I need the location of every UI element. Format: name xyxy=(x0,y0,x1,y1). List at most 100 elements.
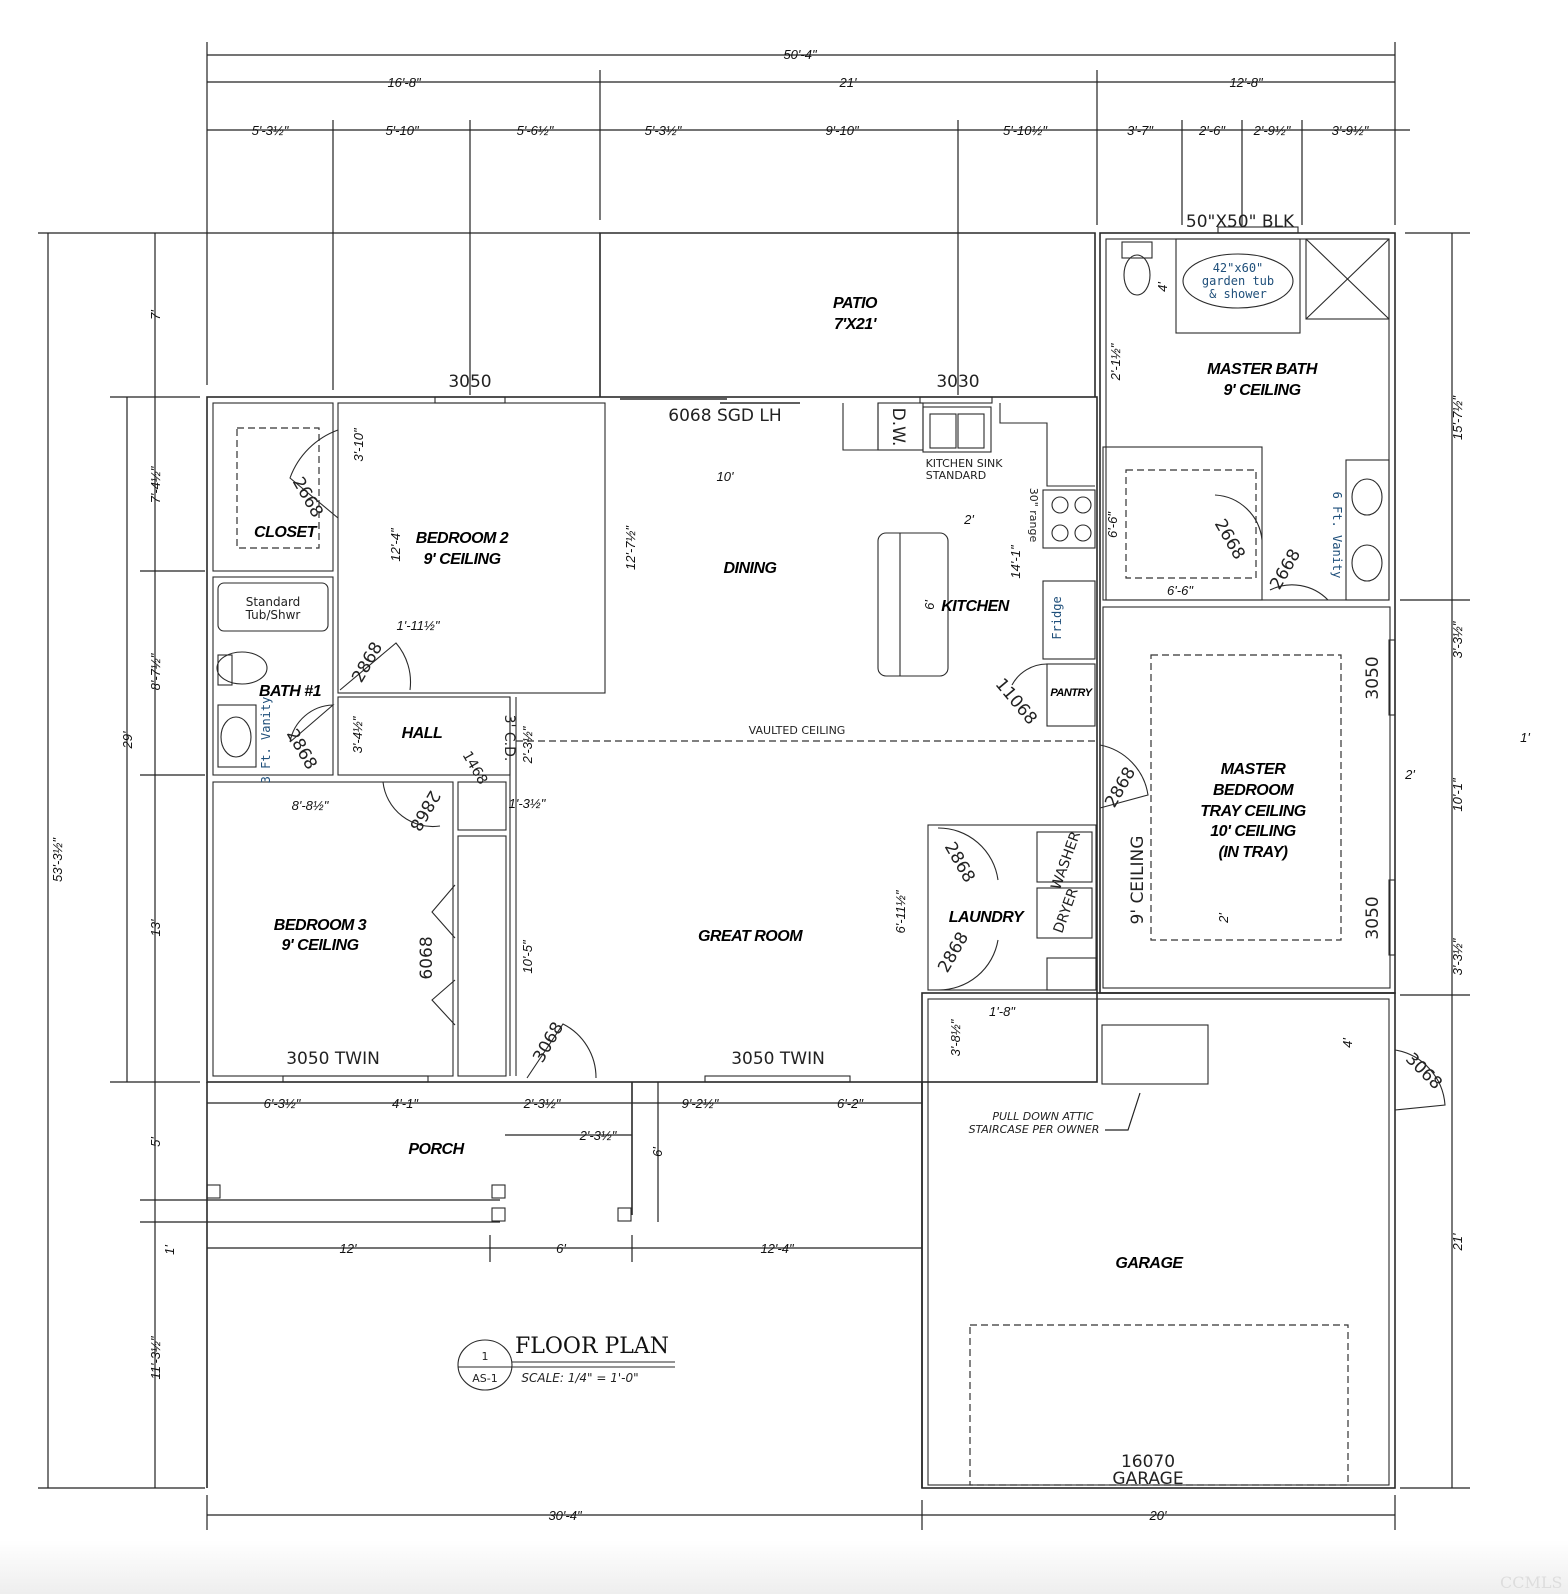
dim-top: 2'-9½" xyxy=(1253,123,1292,138)
footer-band xyxy=(0,1540,1568,1594)
dim-overall-width: 50'-4" xyxy=(783,47,818,62)
dim-interior: 6'-6" xyxy=(1167,583,1194,598)
dim-interior: 2' xyxy=(963,512,974,527)
dim-interior: 1'-8" xyxy=(989,1004,1016,1019)
room-great-room: GREAT ROOM xyxy=(698,928,803,945)
attic-note: STAIRCASE PER OWNER xyxy=(969,1123,1100,1136)
dim-top: 2'-6" xyxy=(1198,123,1226,138)
attic-note: PULL DOWN ATTIC xyxy=(992,1110,1094,1123)
dim-interior: 3'-8½" xyxy=(948,1018,963,1056)
room-master-bedroom: (IN TRAY) xyxy=(1219,844,1288,861)
dim-top: 3'-9½" xyxy=(1332,123,1370,138)
room-master-bedroom: BEDROOM xyxy=(1213,782,1294,799)
dim-left: 7' xyxy=(148,310,163,320)
room-closet: CLOSET xyxy=(254,524,318,541)
window-label: 3030 xyxy=(936,372,979,392)
room-master-bedroom: MASTER xyxy=(1221,761,1287,778)
dim-interior: 2' xyxy=(1404,767,1415,782)
room-laundry: LAUNDRY xyxy=(949,909,1025,926)
drawing-title: FLOOR PLAN xyxy=(515,1334,669,1359)
door-tag: 2868 xyxy=(282,726,321,773)
dim-right: 3'-3½" xyxy=(1450,620,1465,658)
dim-interior: 14'-1" xyxy=(1008,544,1023,579)
dim-porch: 4'-1" xyxy=(392,1096,419,1111)
dim-top: 16'-8" xyxy=(387,75,422,90)
dim-left: 29' xyxy=(120,731,135,749)
dim-top: 9'-10" xyxy=(825,123,860,138)
dim-interior: 3'-10" xyxy=(351,427,366,462)
dim-interior: 2'-3½" xyxy=(520,725,535,764)
vanity-label: 6 Ft. Vanity xyxy=(1330,492,1344,579)
room-bath-1: BATH #1 xyxy=(259,683,322,700)
dim-top: 5'-3½" xyxy=(252,123,290,138)
drawing-scale: SCALE: 1/4" = 1'-0" xyxy=(521,1371,638,1385)
vanity-label: 3 Ft. Vanity xyxy=(259,697,273,784)
door-tag: 2868 xyxy=(405,787,444,834)
dim-left: 13' xyxy=(148,919,163,936)
room-bedroom-2: BEDROOM 2 xyxy=(416,530,509,547)
dim-interior: 10'-5" xyxy=(520,939,535,974)
room-pantry: PANTRY xyxy=(1050,687,1093,699)
tub-label: Standard xyxy=(246,595,301,609)
door-tag: 11068 xyxy=(991,675,1041,729)
dim-porch: 6' xyxy=(556,1241,566,1256)
dim-right: 1' xyxy=(1520,730,1530,745)
door-tag: 6068 xyxy=(417,936,437,979)
door-tag: 2868 xyxy=(348,639,387,686)
dim-porch: 9'-2½" xyxy=(682,1096,720,1111)
room-master-bath-ceiling: 9' CEILING xyxy=(1223,382,1300,399)
dim-interior: 4' xyxy=(1340,1038,1355,1048)
dim-porch: 2'-3½" xyxy=(579,1128,618,1143)
dim-interior: 1'-3½" xyxy=(509,796,547,811)
dim-porch: 6'-3½" xyxy=(264,1096,302,1111)
window-label: 3050 xyxy=(448,372,491,392)
door-tag: 2868 xyxy=(1101,764,1140,811)
tub-label: & shower xyxy=(1209,287,1267,301)
dim-interior: 6'-6" xyxy=(1105,511,1120,538)
door-tag: 2868 xyxy=(940,839,979,886)
room-bedroom-3-ceiling: 9' CEILING xyxy=(281,937,358,954)
dim-right: 21' xyxy=(1450,1233,1465,1251)
dim-interior: 6'-11½" xyxy=(893,889,908,933)
dim-interior: 12'-4" xyxy=(388,527,403,562)
dim-right: 3'-3½" xyxy=(1450,937,1465,975)
dim-left: 1' xyxy=(162,1245,177,1255)
sink-label: KITCHEN SINK xyxy=(926,457,1004,470)
dim-interior: 4' xyxy=(1155,282,1170,292)
dim-porch: 2'-3½" xyxy=(523,1096,562,1111)
ceiling-label: 9' CEILING xyxy=(1128,836,1148,925)
room-master-bedroom: 10' CEILING xyxy=(1210,823,1295,840)
dim-interior: 10' xyxy=(717,469,734,484)
dim-porch: 6' xyxy=(650,1147,665,1157)
dim-top: 5'-6½" xyxy=(517,123,555,138)
dim-left: 7'-4½" xyxy=(148,465,163,503)
window-label: 3050 TWIN xyxy=(286,1049,380,1069)
dim-left: 5' xyxy=(148,1137,163,1147)
dim-top: 5'-10" xyxy=(385,123,420,138)
dimension-lines xyxy=(38,42,1470,1530)
dim-bottom: 30'-4" xyxy=(548,1508,583,1523)
door-tag: 2668 xyxy=(1266,546,1305,593)
dim-interior: 12'-7½" xyxy=(623,525,638,570)
door-tag: 3068 xyxy=(529,1019,568,1066)
dim-overall-depth: 53'-3½" xyxy=(50,837,65,882)
dim-interior: 3'-4½" xyxy=(350,715,365,753)
range-label: 30" range xyxy=(1027,488,1040,543)
room-bedroom-2-ceiling: 9' CEILING xyxy=(423,551,500,568)
dim-interior: 8'-8½" xyxy=(292,798,330,813)
room-kitchen: KITCHEN xyxy=(941,598,1010,615)
tub-label: 42"x60" xyxy=(1213,261,1264,275)
window-label: 3050 xyxy=(1363,656,1383,699)
dim-porch: 6'-2" xyxy=(837,1096,864,1111)
tub-label: garden tub xyxy=(1202,274,1274,288)
dim-left: 11'-3½" xyxy=(148,1335,163,1379)
dim-interior: 1'-11½" xyxy=(397,618,441,633)
room-master-bath: MASTER BATH xyxy=(1207,361,1318,378)
dim-interior: 6' xyxy=(922,600,937,610)
sheet-number: AS-1 xyxy=(472,1372,497,1385)
tub-label: Tub/Shwr xyxy=(245,608,301,622)
window-label: 50"X50" BLK xyxy=(1186,212,1295,232)
vaulted-ceiling-label: VAULTED CEILING xyxy=(749,724,846,737)
room-master-bedroom: TRAY CEILING xyxy=(1200,803,1305,820)
